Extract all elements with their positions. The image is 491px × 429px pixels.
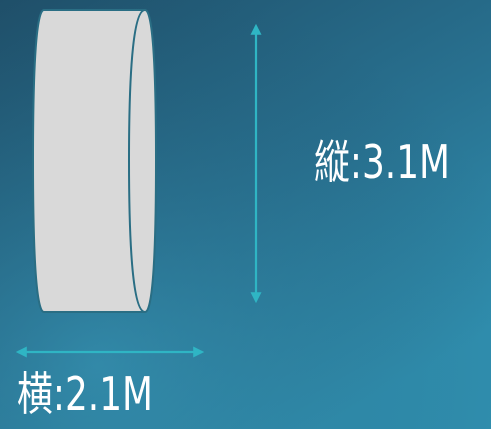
cylinder-body [31,9,158,313]
cylinder-face-edge [127,9,146,313]
cylinder [31,9,158,313]
width-label: 横:2.1M [17,367,153,421]
height-label: 縦:3.1M [314,135,450,189]
